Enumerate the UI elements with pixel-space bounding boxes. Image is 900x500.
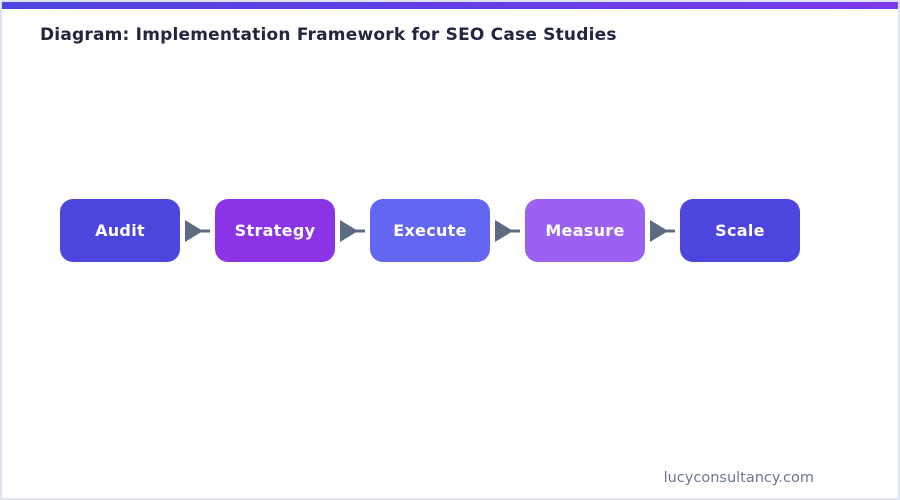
flow-step-measure: Measure bbox=[525, 199, 645, 262]
arrow-right-icon bbox=[490, 219, 525, 242]
flow-step-audit: Audit bbox=[60, 199, 180, 262]
arrow-right-icon bbox=[335, 219, 370, 242]
flow-step-strategy: Strategy bbox=[215, 199, 335, 262]
flow-step-scale: Scale bbox=[680, 199, 800, 262]
process-flow: Audit Strategy Execute Measure bbox=[60, 199, 800, 262]
flow-step-execute: Execute bbox=[370, 199, 490, 262]
top-accent-bar bbox=[2, 2, 898, 9]
site-footer-text: lucyconsultancy.com bbox=[663, 470, 814, 486]
page-title: Diagram: Implementation Framework for SE… bbox=[40, 25, 617, 45]
arrow-right-icon bbox=[645, 219, 680, 242]
arrow-right-icon bbox=[180, 219, 215, 242]
